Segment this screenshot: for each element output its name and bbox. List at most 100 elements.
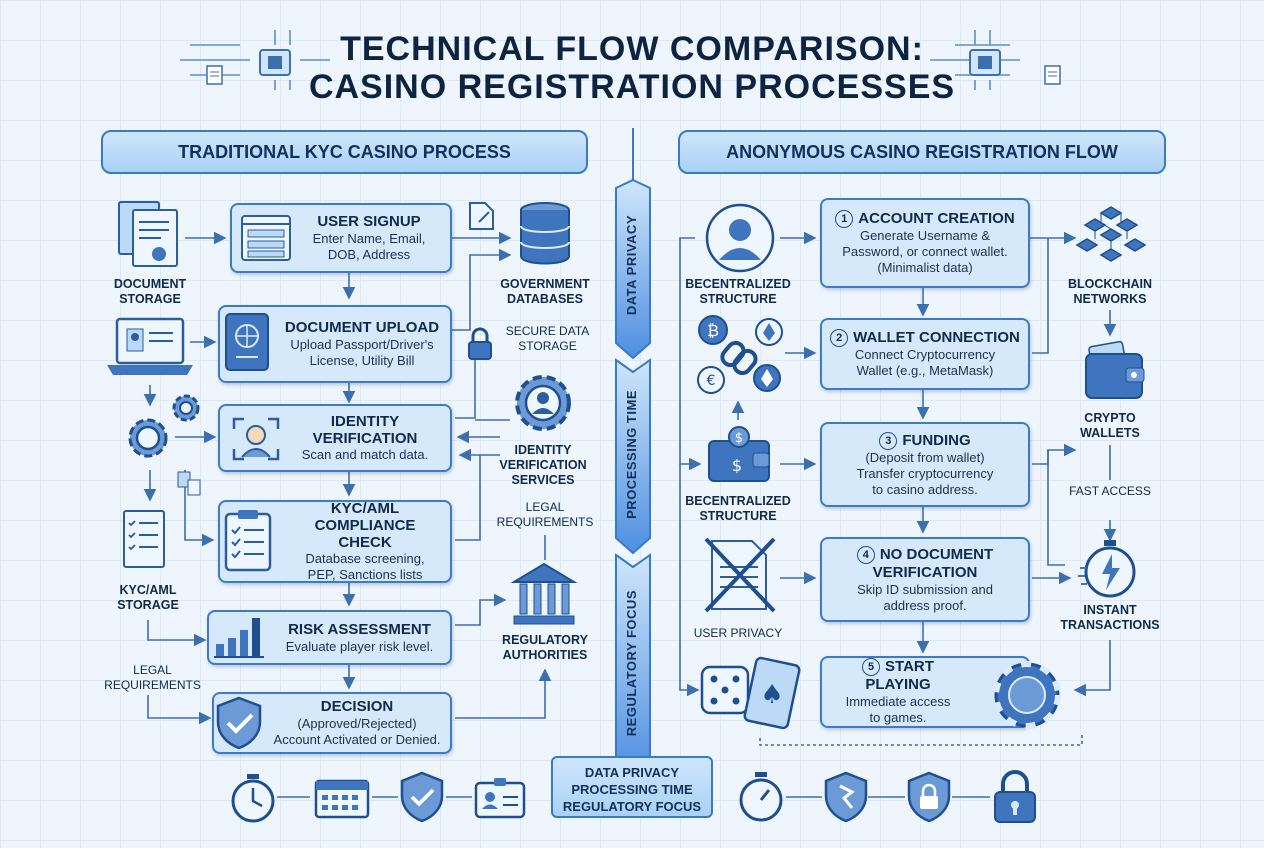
page-title-line1: TECHNICAL FLOW COMPARISON: <box>340 30 924 68</box>
gear-icon <box>128 418 168 458</box>
step-desc: Password, or connect wallet. <box>842 244 1008 259</box>
regulatory-authorities-label: REGULATORY AUTHORITIES <box>502 633 588 662</box>
step-title: KYC/AML COMPLIANCE CHECK <box>314 500 416 551</box>
step-title: WALLET CONNECTION <box>853 329 1020 346</box>
step-desc: Database screening, <box>305 551 425 566</box>
step-title: DECISION <box>320 698 394 715</box>
center-label-data-privacy: DATA PRIVACY <box>624 215 639 316</box>
crypto-wallets-label: CRYPTO WALLETS <box>1080 411 1140 440</box>
stopwatch-lightning-icon <box>1078 540 1136 598</box>
fast-access-label: FAST ACCESS <box>1069 484 1151 498</box>
id-card-icon <box>474 778 526 819</box>
center-summary-box: DATA PRIVACY PROCESSING TIME REGULATORY … <box>551 756 713 818</box>
user-privacy-label: USER PRIVACY <box>693 626 783 640</box>
center-label-processing-time: PROCESSING TIME <box>624 390 639 519</box>
legal-requirements-left-label: LEGAL REQUIREMENTS <box>104 663 201 692</box>
decentralized-structure-label-1: BECENTRALIZED STRUCTURE <box>685 277 791 306</box>
summary-line: DATA PRIVACY <box>584 765 680 780</box>
step-desc: Connect Cryptocurrency <box>854 347 996 362</box>
center-divider-arrow <box>615 178 651 778</box>
secure-data-storage-label: SECURE DATA STORAGE <box>505 324 590 353</box>
right-section-header: ANONYMOUS CASINO REGISTRATION FLOW <box>678 130 1166 174</box>
step-desc: Scan and match data. <box>301 447 429 462</box>
step-risk-assessment: RISK ASSESSMENT Evaluate player risk lev… <box>207 610 452 665</box>
step-number: 1 <box>835 210 854 228</box>
clipboard-checklist-icon <box>224 510 272 572</box>
bar-chart-icon <box>214 618 264 658</box>
step-title: ACCOUNT CREATION <box>858 210 1015 227</box>
padlock-icon <box>994 770 1036 823</box>
step-title: USER SIGNUP <box>317 213 421 230</box>
document-storage-label: DOCUMENT STORAGE <box>113 277 187 306</box>
step-desc: Transfer cryptocurrency <box>856 465 994 481</box>
passport-icon <box>225 313 269 371</box>
svg-text:♠: ♠ <box>760 680 783 710</box>
step-desc: Upload Passport/Driver's <box>290 337 434 352</box>
step-desc: (Approved/Rejected) <box>297 716 417 731</box>
blockchain-cubes-icon <box>1075 206 1147 262</box>
small-docs-icon <box>177 471 201 496</box>
step-number: 5 <box>862 658 881 676</box>
step-desc: Skip ID submission and <box>857 581 993 597</box>
casino-chip-icon <box>993 661 1061 729</box>
stopwatch-icon <box>739 772 783 822</box>
svg-text:$: $ <box>735 431 743 446</box>
document-chip-icon-right <box>1044 65 1061 85</box>
kyc-aml-storage-label: KYC/AML STORAGE <box>117 583 179 612</box>
step-title: START PLAYING <box>865 658 934 693</box>
step-desc: DOB, Address <box>327 247 411 262</box>
step-desc: Immediate access <box>845 694 951 709</box>
step-number: 3 <box>879 431 898 450</box>
crossed-document-icon <box>704 537 776 613</box>
shield-alert-icon <box>824 771 868 823</box>
step-desc: to casino address. <box>872 481 978 497</box>
step-desc: (Deposit from wallet) <box>865 449 985 465</box>
signup-form-icon <box>241 215 291 261</box>
summary-line: PROCESSING TIME <box>571 782 693 797</box>
document-storage-icon <box>118 201 178 267</box>
small-gear-icon <box>172 394 200 422</box>
step-desc: License, Utility Bill <box>309 353 415 368</box>
kyc-document-icon <box>123 510 165 568</box>
crypto-chain-icon: ₿ € <box>697 315 783 394</box>
svg-text:€: € <box>707 373 716 389</box>
step-title: NO DOCUMENT VERIFICATION <box>872 545 994 581</box>
chip-icon-right <box>969 49 1001 76</box>
lock-icon <box>468 327 492 360</box>
step-desc: Account Activated or Denied. <box>273 732 441 747</box>
identity-verification-services-label: IDENTITY VERIFICATION SERVICES <box>499 443 587 487</box>
center-label-regulatory-focus: REGULATORY FOCUS <box>624 590 639 737</box>
step-title: FUNDING <box>902 431 971 449</box>
shield-lock-icon <box>907 771 951 823</box>
shield-check-icon <box>216 696 262 750</box>
step-number: 2 <box>830 329 849 347</box>
calendar-icon <box>314 779 370 819</box>
svg-text:₿: ₿ <box>707 321 719 340</box>
crypto-wallet-icon <box>1085 340 1145 399</box>
step-desc: address proof. <box>883 597 967 613</box>
bank-building-icon <box>510 562 578 625</box>
step-desc: Evaluate player risk level. <box>285 638 434 654</box>
step-title: IDENTITY VERIFICATION <box>312 413 418 447</box>
step-desc: Generate Username & <box>859 228 991 243</box>
government-databases-label: GOVERNMENT DATABASES <box>500 277 590 306</box>
step-title: RISK ASSESSMENT <box>288 620 431 638</box>
laptop-id-icon <box>107 317 193 375</box>
user-avatar-icon <box>705 203 775 273</box>
face-scan-icon <box>232 417 280 461</box>
shield-check-bottom-icon <box>400 771 444 823</box>
document-chip-icon <box>206 65 223 85</box>
dice-cards-icon: ♠ <box>700 656 801 730</box>
instant-transactions-label: INSTANT TRANSACTIONS <box>1060 603 1160 632</box>
legal-requirements-right-label: LEGAL REQUIREMENTS <box>496 500 594 529</box>
clock-icon <box>231 774 275 823</box>
step-desc: Enter Name, Email, <box>312 231 426 246</box>
left-section-header: TRADITIONAL KYC CASINO PROCESS <box>101 130 588 174</box>
page-title-line2: CASINO REGISTRATION PROCESSES <box>308 68 956 106</box>
database-icon <box>520 202 570 265</box>
document-edit-icon <box>469 202 494 230</box>
